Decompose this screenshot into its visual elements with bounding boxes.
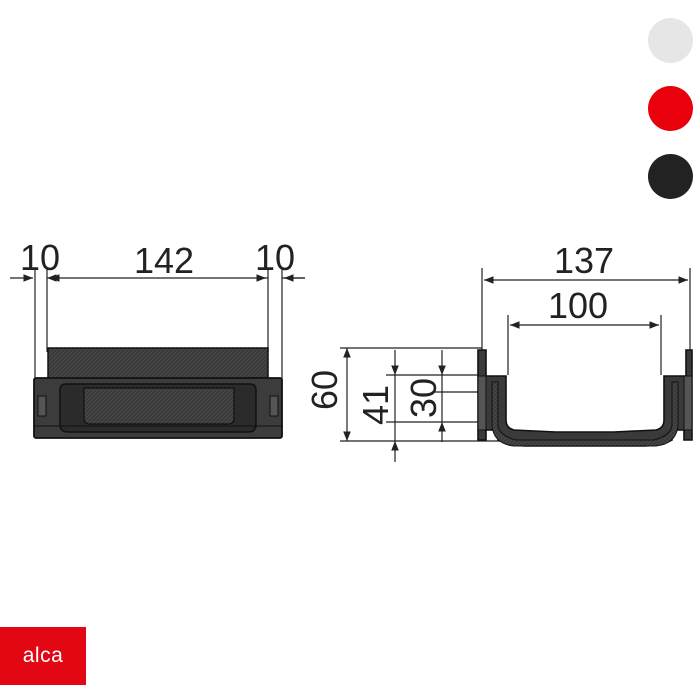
dim-inner-width: 100 [548,285,608,326]
dim-outer-width: 137 [554,240,614,281]
dim-body-width: 142 [134,240,194,281]
dim-inner-height: 30 [403,378,444,418]
logo-text: alca [22,644,64,667]
alca-logo: alca [0,627,86,685]
dim-right-flange: 10 [255,237,295,278]
color-swatch-light-grey[interactable] [648,18,693,63]
side-view-drawing: 60 41 30 137 100 [304,240,693,462]
dim-total-height: 60 [304,370,345,410]
color-swatch-red[interactable] [648,86,693,131]
front-view-drawing: 10 142 10 [10,237,305,439]
dim-mid-height: 41 [355,385,396,425]
color-swatch-black[interactable] [648,154,693,199]
dim-left-flange: 10 [20,237,60,278]
